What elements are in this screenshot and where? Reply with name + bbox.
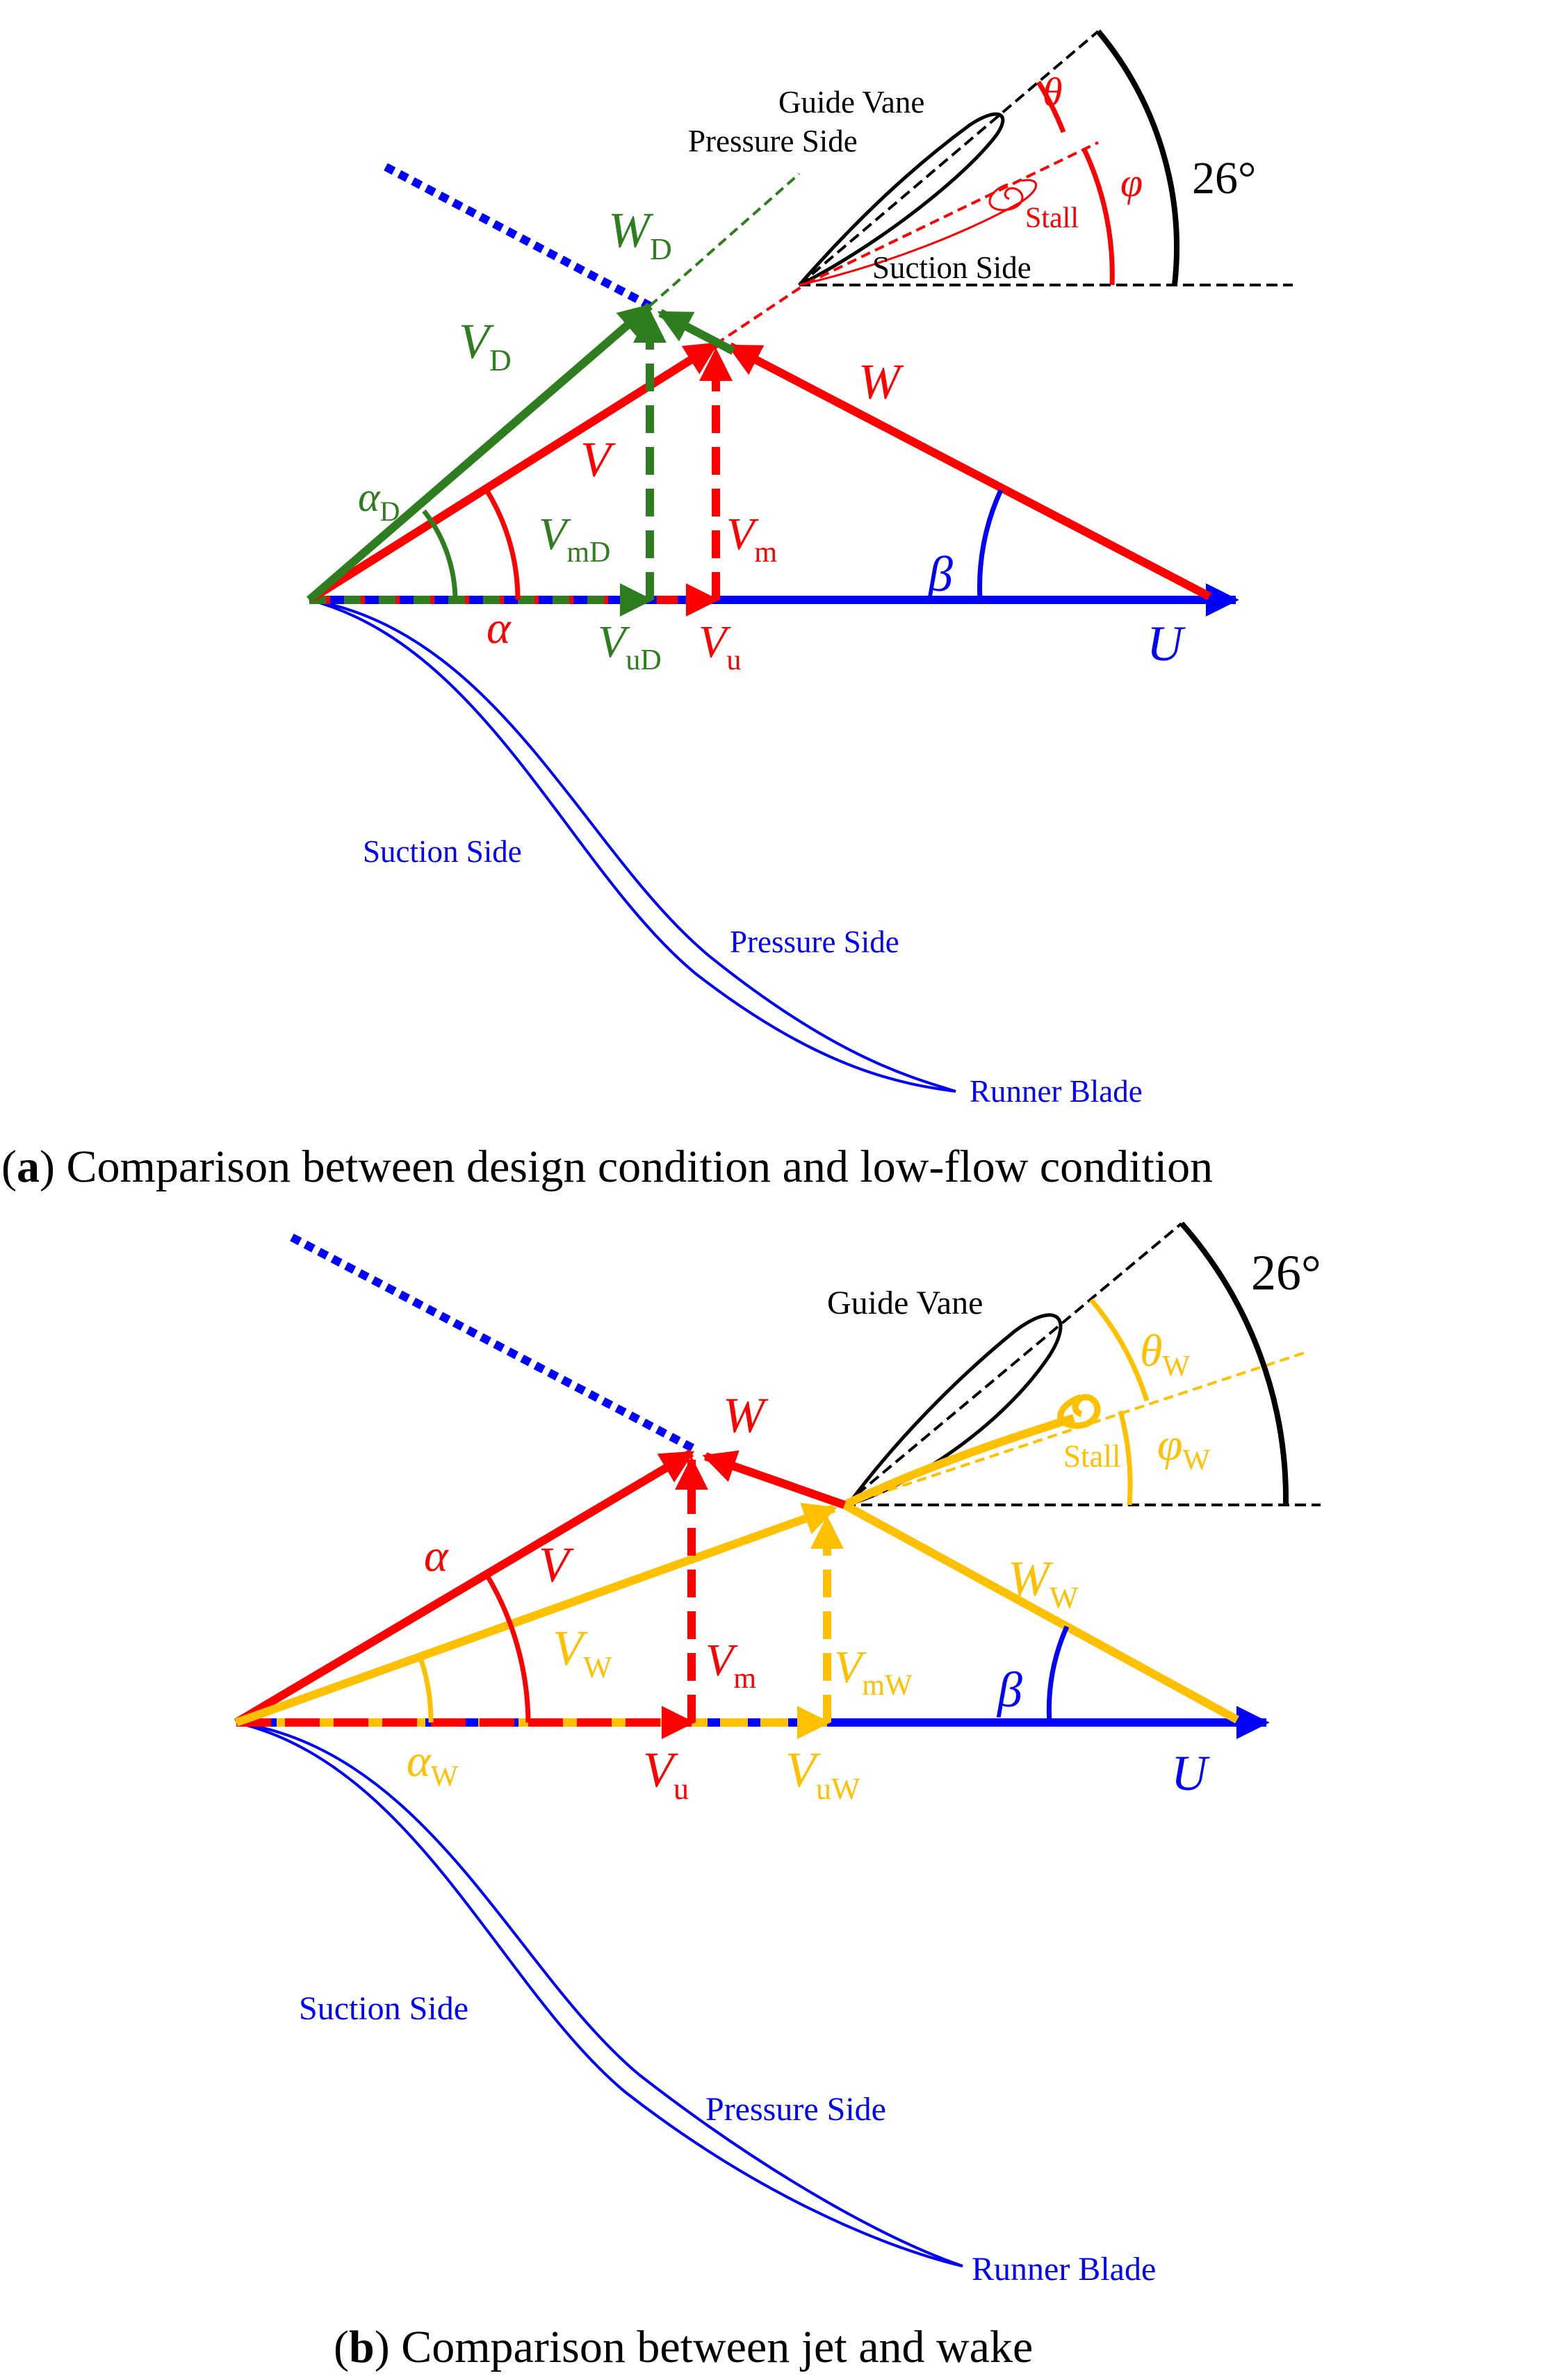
vector-W-jet <box>702 1450 846 1509</box>
pressure-side-top-label: Pressure Side <box>688 124 858 158</box>
angle-26-arc <box>1095 29 1179 286</box>
stall-label: Stall <box>1025 202 1079 234</box>
VuW-label: VuW <box>785 1742 860 1806</box>
guide-vane-label: Guide Vane <box>827 1285 983 1321</box>
stall-region <box>842 1414 1075 1509</box>
design-flow-extension-line <box>648 172 801 307</box>
beta-label: β <box>926 546 953 602</box>
stall-label: Stall <box>1063 1439 1121 1474</box>
suction-side-top-label: Suction Side <box>872 250 1031 285</box>
panel-a: Guide Vane Pressure Side Suction Side St… <box>1 29 1293 1192</box>
angle-beta-arc <box>1046 1625 1070 1723</box>
caption-b: (b) Comparison between jet and wake <box>334 2322 1033 2372</box>
W-label: W <box>858 354 904 409</box>
angle-theta-arc <box>1036 81 1066 133</box>
stall-flow-line <box>844 1351 1307 1506</box>
stall-flow-line <box>806 141 1099 285</box>
runner-blade-outer <box>309 598 956 1093</box>
stall-region <box>799 179 1038 286</box>
angle-alpha-arc <box>484 1573 531 1723</box>
beta-label: β <box>996 1662 1022 1718</box>
angle-26-label: 26° <box>1251 1245 1321 1301</box>
guide-vane-profile <box>843 1313 1063 1508</box>
vector-WW <box>842 1501 1239 1724</box>
angle-alpha-arc <box>484 489 521 601</box>
W-label: W <box>723 1387 769 1443</box>
relative-flow-direction-dotted-line <box>384 163 652 310</box>
theta-label: θ <box>1043 70 1063 115</box>
angle-26-label: 26° <box>1192 153 1256 204</box>
blade-pressure-side-label: Pressure Side <box>730 925 899 959</box>
Vm-label: Vm <box>726 509 777 569</box>
vector-WD <box>657 309 735 355</box>
vane-chord-reference-line <box>798 30 1100 286</box>
VD-label: VD <box>459 313 512 377</box>
VW-label: VW <box>553 1620 612 1684</box>
U-label: U <box>1147 616 1186 671</box>
alphaD-label: αD <box>358 474 400 527</box>
Vm-label: Vm <box>705 1635 756 1695</box>
thetaW-label: θW <box>1140 1326 1190 1383</box>
alphaW-label: αW <box>407 1736 459 1793</box>
blade-suction-side-label: Suction Side <box>363 834 522 869</box>
alpha-label: α <box>424 1531 449 1581</box>
VmW-label: VmW <box>834 1642 913 1702</box>
angle-thetaW-arc <box>1089 1298 1150 1402</box>
phiW-label: φW <box>1157 1419 1211 1476</box>
guide-vane-profile <box>798 112 1005 287</box>
blade-suction-side-label: Suction Side <box>299 1990 468 2027</box>
WW-label: WW <box>1008 1551 1079 1615</box>
caption-a: (a) Comparison between design condition … <box>1 1141 1213 1192</box>
V-label: V <box>580 432 616 487</box>
angle-26-arc <box>1179 1221 1289 1506</box>
VuD-label: VuD <box>598 617 662 676</box>
Vu-label: Vu <box>699 617 741 676</box>
runner-blade-outer <box>236 1721 963 2267</box>
relative-flow-direction-dotted-line <box>290 1233 697 1453</box>
angle-phiW-arc <box>1118 1410 1133 1506</box>
stall-vortex-icon <box>1057 1394 1101 1429</box>
runner-blade-label: Runner Blade <box>972 2251 1156 2288</box>
angle-alphaW-arc <box>418 1656 434 1723</box>
angle-phi-arc <box>1081 148 1115 286</box>
vector-VD <box>307 302 653 603</box>
V-label: V <box>539 1537 574 1593</box>
WD-label: WD <box>608 202 672 266</box>
runner-blade-label: Runner Blade <box>970 1074 1143 1109</box>
guide-vane-label: Guide Vane <box>778 85 924 120</box>
vector-VW <box>234 1502 838 1727</box>
vane-chord-reference-line <box>843 1222 1183 1506</box>
runner-blade-inner <box>236 1721 963 2267</box>
U-label: U <box>1171 1745 1210 1801</box>
vector-V-jet <box>234 1449 695 1727</box>
Vu-label: Vu <box>643 1742 689 1806</box>
angle-alphaD-arc <box>422 509 458 601</box>
vector-W-design <box>726 342 1211 601</box>
alpha-label: α <box>487 603 512 653</box>
VmD-label: VmD <box>539 509 610 569</box>
angle-beta-arc <box>977 489 1004 601</box>
runner-blade-inner <box>309 598 956 1093</box>
panel-b: Guide Vane Stall 26° θW φW W α V WW VW V… <box>234 1221 1321 2372</box>
blade-pressure-side-label: Pressure Side <box>705 2091 886 2128</box>
phi-label: φ <box>1120 160 1143 205</box>
stall-vortex-icon <box>988 183 1024 211</box>
inflow-direction-extension-line <box>714 282 808 345</box>
